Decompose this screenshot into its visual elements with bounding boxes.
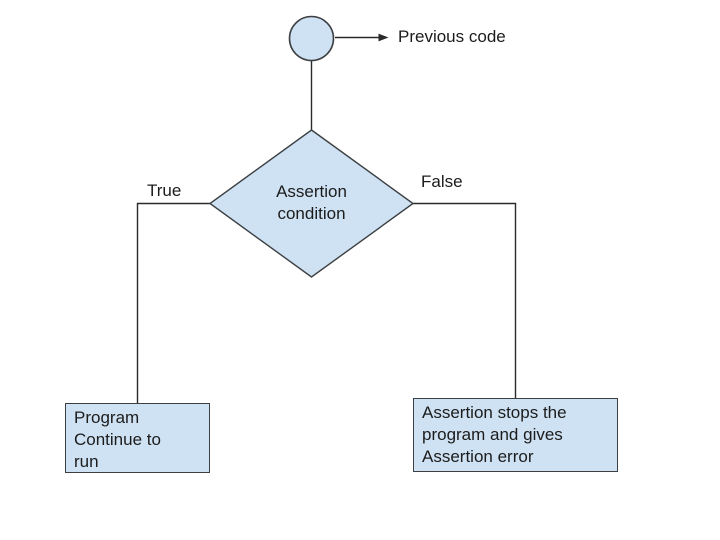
- false-branch-connector: [413, 202, 517, 398]
- false-outcome-box: Assertion stops the program and gives As…: [413, 398, 618, 472]
- start-circle: [288, 15, 335, 62]
- true-branch-label: True: [147, 181, 182, 200]
- previous-code-label: Previous code: [398, 27, 506, 46]
- decision-label: Assertion condition: [276, 182, 347, 223]
- true-outcome-box: Program Continue to run: [65, 403, 210, 473]
- true-branch-connector: [136, 202, 210, 403]
- false-branch-label: False: [421, 172, 463, 191]
- decision-diamond: [208, 129, 415, 278]
- arrowhead-icon: [378, 33, 389, 42]
